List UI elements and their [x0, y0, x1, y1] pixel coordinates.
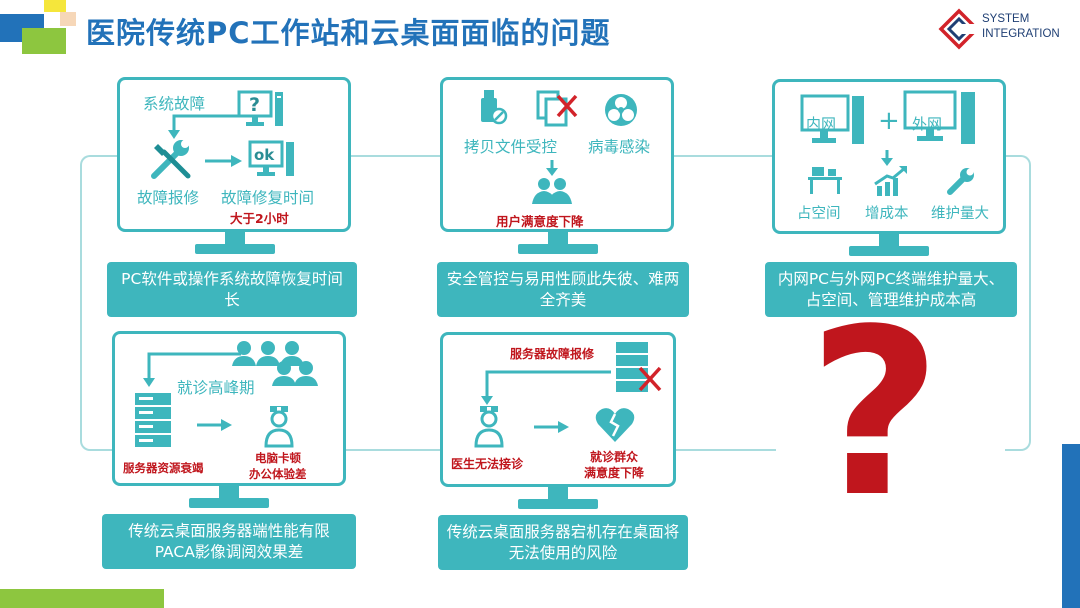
- connector-right: [1005, 155, 1031, 451]
- panel-1-base: [195, 244, 275, 254]
- broken-heart-icon: [595, 408, 635, 442]
- server-rack-icon: [135, 393, 171, 447]
- pc-ok-icon: [248, 140, 294, 176]
- connector-top-mid-1: [350, 155, 442, 157]
- virus-label: 病毒感染: [588, 138, 651, 156]
- extranet-label: 外网: [912, 115, 943, 133]
- system-fault-label: 系统故障: [143, 95, 206, 113]
- maintenance-label: 维护量大: [931, 206, 989, 222]
- panel-5-base: [518, 499, 598, 509]
- fault-down-arrow-icon: [481, 370, 611, 405]
- doctor-unable-label: 医生无法接诊: [451, 457, 524, 471]
- doctor-icon: [264, 406, 294, 448]
- intranet-label: 内网: [806, 115, 837, 133]
- logo-icon: [938, 8, 980, 50]
- bottom-deco-bar: [0, 589, 164, 608]
- crowd-satisfaction-label-1: 就诊群众: [590, 450, 639, 464]
- copy-forbidden-icon: [536, 90, 578, 127]
- panel-1-stand: [225, 231, 245, 245]
- usb-lock-icon: [481, 90, 508, 125]
- pc-question-icon: [237, 90, 283, 126]
- repair-time-label: 故障修复时间: [221, 189, 315, 207]
- server-exhausted-label: 服务器资源衰竭: [123, 461, 204, 475]
- users-down-icon: [532, 160, 572, 204]
- biohazard-icon: [605, 94, 637, 126]
- cost-label: 增成本: [865, 206, 909, 222]
- repair-arrow-icon: [205, 155, 242, 167]
- panel-3-stand: [879, 233, 899, 247]
- crowd-satisfaction-label-2: 满意度下降: [584, 466, 645, 480]
- connector-top-mid-2: [672, 155, 774, 157]
- corner-deco-yellow: [44, 0, 66, 12]
- panel-4-caption: 传统云桌面服务器端性能有限PACA影像调阅效果差: [102, 514, 356, 569]
- logo-line-2: INTEGRATION: [982, 28, 1060, 40]
- corner-deco-peach: [60, 12, 76, 26]
- cost-increase-icon: [874, 150, 907, 196]
- panel-5-stand: [548, 486, 568, 500]
- logo-text: SYSTEM INTEGRATION: [982, 12, 1060, 42]
- over-2h-label: 大于2小时: [230, 211, 289, 226]
- repair-report-label: 故障报修: [137, 189, 200, 207]
- fault-arrow-icon: [168, 114, 238, 139]
- pc-lag-label-1: 电脑卡顿: [255, 451, 301, 465]
- connector-bottom-right: [676, 449, 776, 451]
- server-fault-icon: [616, 342, 662, 392]
- copy-control-label: 拷贝文件受控: [464, 138, 558, 156]
- server-fault-report-label: 服务器故障报修: [510, 347, 595, 361]
- wrench-icon: [947, 168, 974, 195]
- logo-line-1: SYSTEM: [982, 13, 1030, 25]
- big-question-mark-icon: ?: [808, 281, 942, 548]
- panel-3-caption: 内网PC与外网PC终端维护量大、占空间、管理维护成本高: [765, 262, 1017, 317]
- pc-question-mark: ?: [249, 94, 261, 116]
- right-deco-bar: [1062, 444, 1080, 608]
- panel-1-caption: PC软件或操作系统故障恢复时间长: [107, 262, 357, 317]
- panel-2-caption: 安全管控与易用性顾此失彼、难两全齐美: [437, 262, 689, 317]
- panel-2-base: [518, 244, 598, 254]
- lag-arrow-icon: [197, 419, 232, 431]
- desk-icon: [808, 167, 842, 194]
- panel-4-stand: [219, 485, 239, 499]
- pc-ok-text: ok: [254, 146, 275, 164]
- intranet-pc-icon: [800, 94, 864, 144]
- panel-3-base: [849, 246, 929, 256]
- satisfaction-drop-label: 用户满意度下降: [496, 214, 584, 229]
- corner-deco-green: [22, 28, 66, 54]
- connector-left: [80, 155, 120, 451]
- peak-arrow-icon: [143, 352, 241, 387]
- page-title: 医院传统PC工作站和云桌面面临的问题: [86, 16, 611, 50]
- extranet-pc-icon: [903, 90, 975, 144]
- panel-5-caption: 传统云桌面服务器宕机存在桌面将无法使用的风险: [438, 515, 688, 570]
- peak-period-label: 就诊高峰期: [177, 379, 255, 397]
- consult-arrow-icon: [534, 421, 569, 433]
- connector-bottom-mid: [346, 449, 442, 451]
- panel-2-stand: [548, 231, 568, 245]
- panel-1-monitor: [117, 77, 351, 232]
- panel-4-base: [189, 498, 269, 508]
- plus-sign: +: [878, 106, 900, 136]
- crowd-icon: [232, 341, 318, 386]
- space-label: 占空间: [797, 206, 841, 222]
- doctor-icon-2: [474, 406, 504, 448]
- tools-icon: [151, 140, 191, 179]
- pc-lag-label-2: 办公体验差: [249, 467, 307, 481]
